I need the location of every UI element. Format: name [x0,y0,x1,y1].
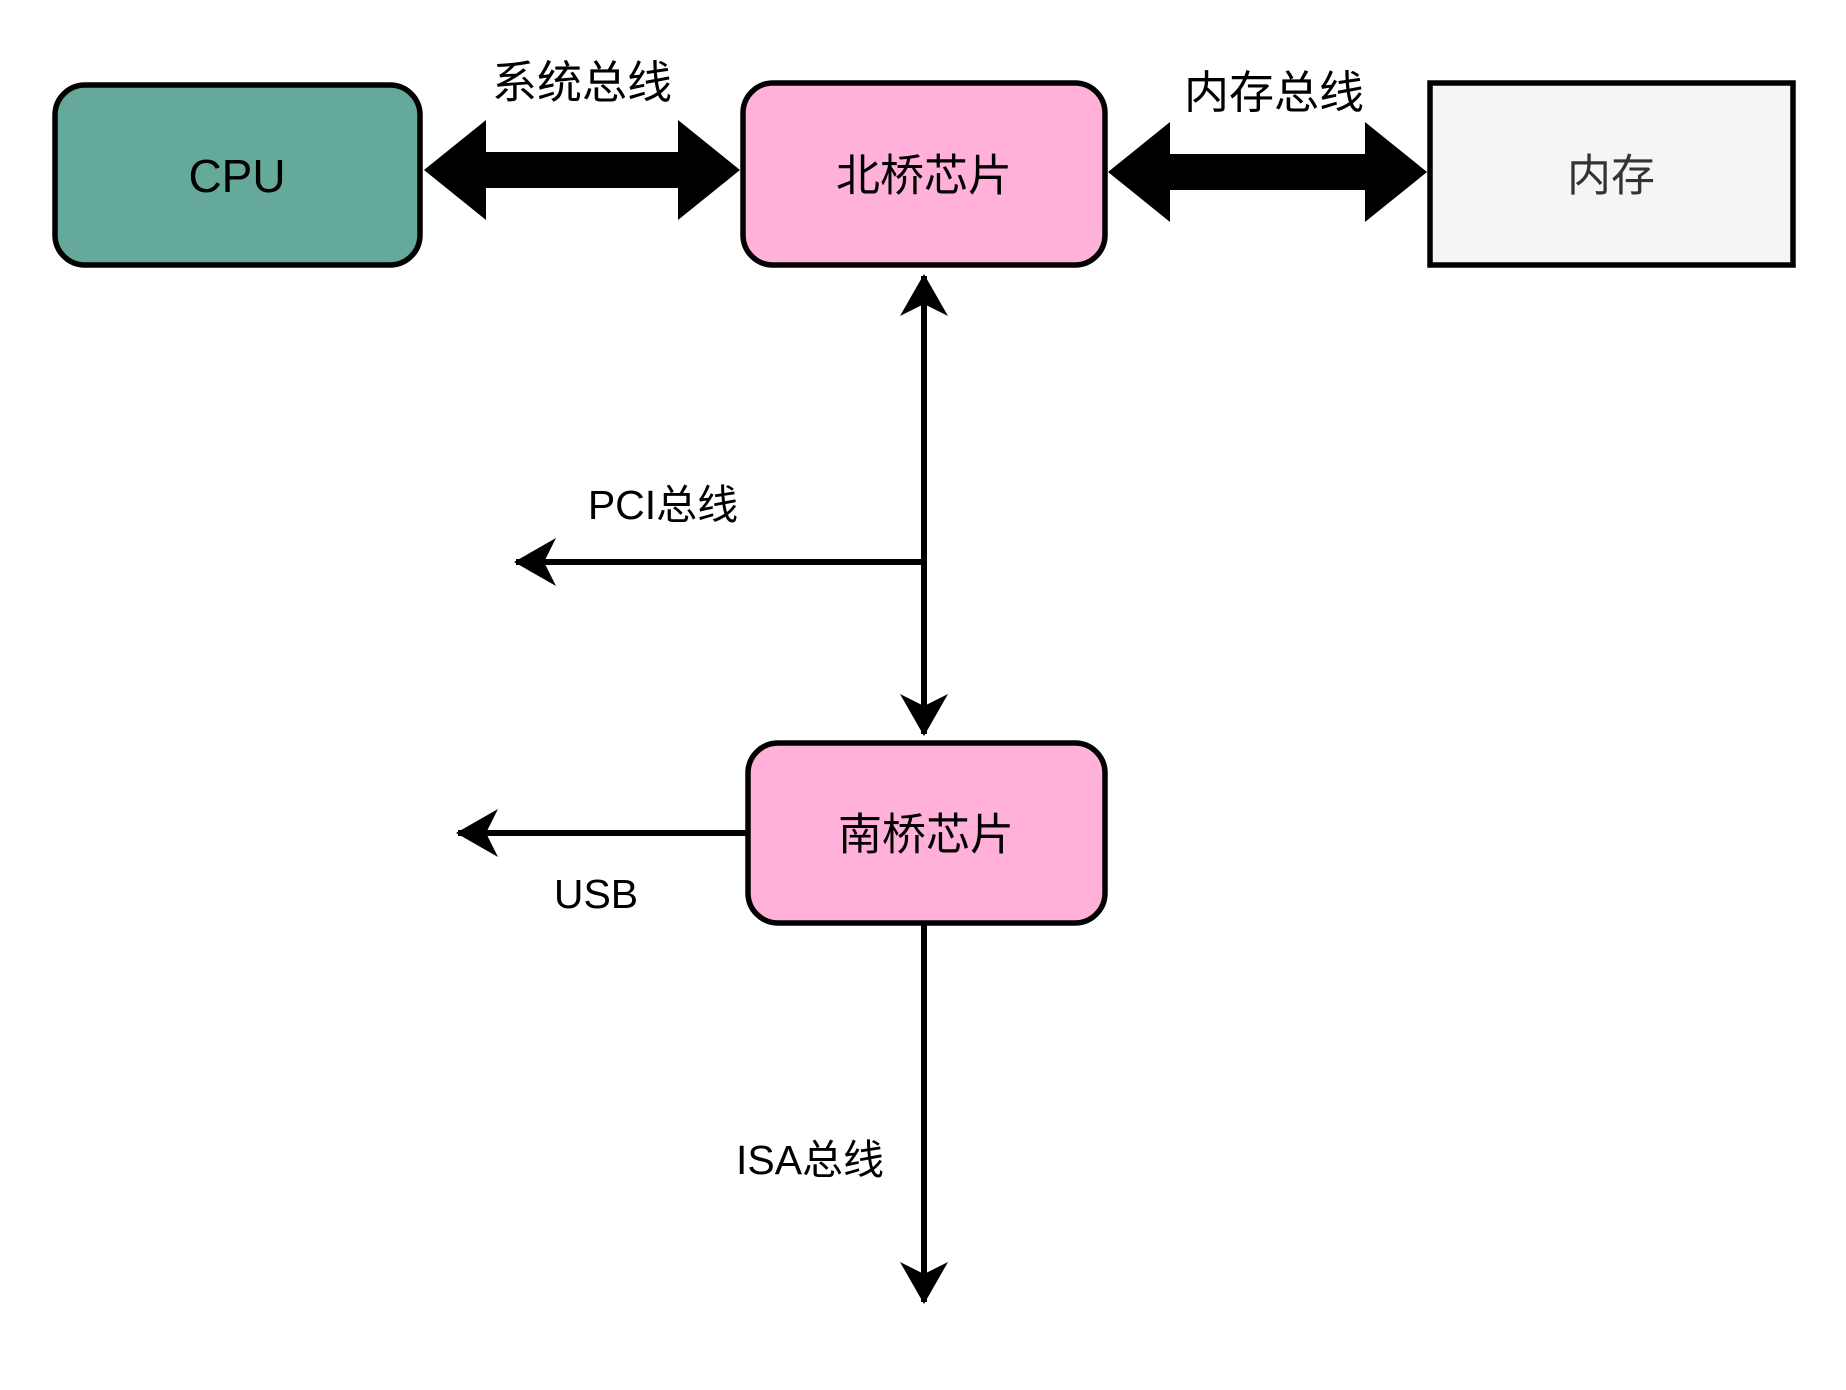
node-cpu-box [52,82,423,268]
node-southbridge: 南桥芯片 [745,740,1108,926]
node-northbridge: 北桥芯片 [740,80,1108,268]
edge-memory-bus-label: 内存总线 [1184,67,1364,118]
edge-memory-bus [1108,122,1427,222]
edge-system-bus [424,120,740,220]
node-southbridge-box [745,740,1108,926]
node-memory-box [1427,80,1796,268]
node-southbridge-label: 南桥芯片 [838,811,1014,860]
edge-system-bus-label: 系统总线 [492,57,672,108]
edge-isa-bus-label: ISA总线 [736,1137,884,1183]
edge-usb-label: USB [554,871,638,917]
node-cpu-label: CPU [188,150,285,202]
node-northbridge-label: 北桥芯片 [836,152,1012,201]
node-memory-label: 内存 [1567,152,1655,201]
node-cpu: CPU [52,82,423,268]
edge-pci-bus-label: PCI总线 [588,482,738,528]
node-northbridge-box [740,80,1108,268]
node-memory: 内存 [1427,80,1796,268]
